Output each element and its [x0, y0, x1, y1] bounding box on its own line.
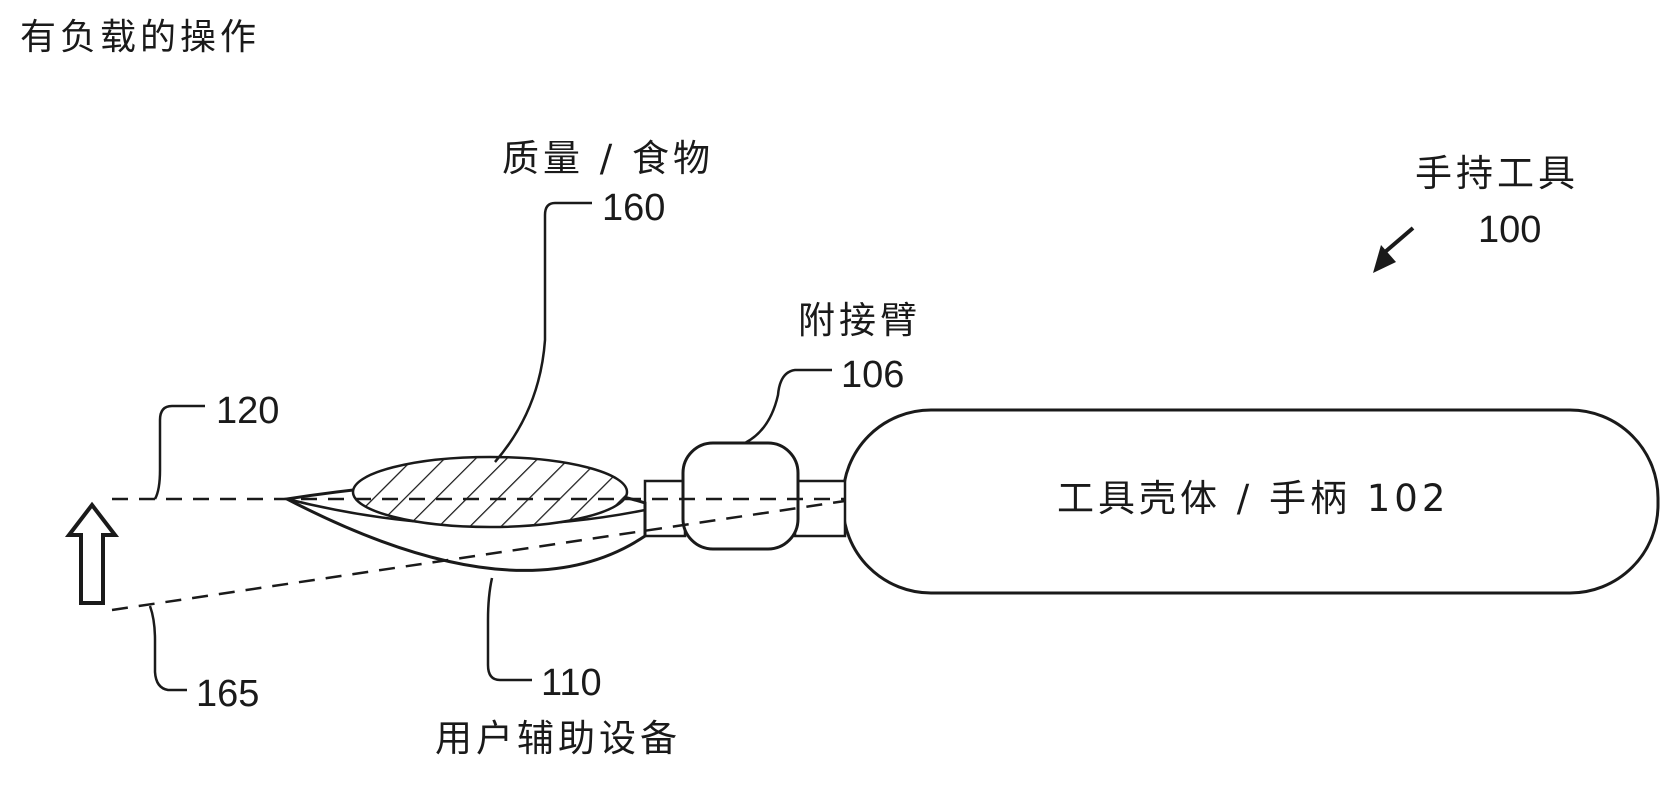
leader-110: [486, 577, 532, 682]
mass-food-ref-number: 160: [602, 187, 666, 229]
handheld-tool-label: 手持工具: [1415, 152, 1579, 195]
pointer-100-arrowhead: [1373, 245, 1396, 273]
page-title: 有负载的操作: [20, 17, 261, 58]
leader-165: [148, 605, 187, 692]
attachment-arm-ref-number: 106: [841, 354, 905, 396]
vector-165-ref-number: 165: [196, 673, 260, 715]
shaft-right: [793, 479, 847, 538]
user-assist-ref-number: 110: [541, 662, 602, 704]
pointer-100-line: [1383, 226, 1415, 254]
vector-165-line: [111, 499, 846, 612]
mass-food-label: 质量 / 食物: [502, 137, 714, 180]
mass-food-hatching: [353, 457, 627, 527]
attachment-arm-label: 附接臂: [798, 299, 921, 342]
load-arrow-icon: [64, 501, 120, 605]
leader-120: [153, 404, 205, 500]
handheld-tool-ref-number: 100: [1478, 209, 1542, 251]
attachment-arm-shape: [681, 441, 800, 551]
shaft-left: [643, 479, 687, 538]
leader-160: [494, 201, 592, 463]
user-assist-device-label: 用户辅助设备: [435, 717, 681, 760]
tool-housing-handle-label: 工具壳体 / 手柄 102: [1057, 477, 1450, 520]
leader-106: [744, 368, 832, 445]
vector-120-ref-number: 120: [216, 390, 280, 432]
